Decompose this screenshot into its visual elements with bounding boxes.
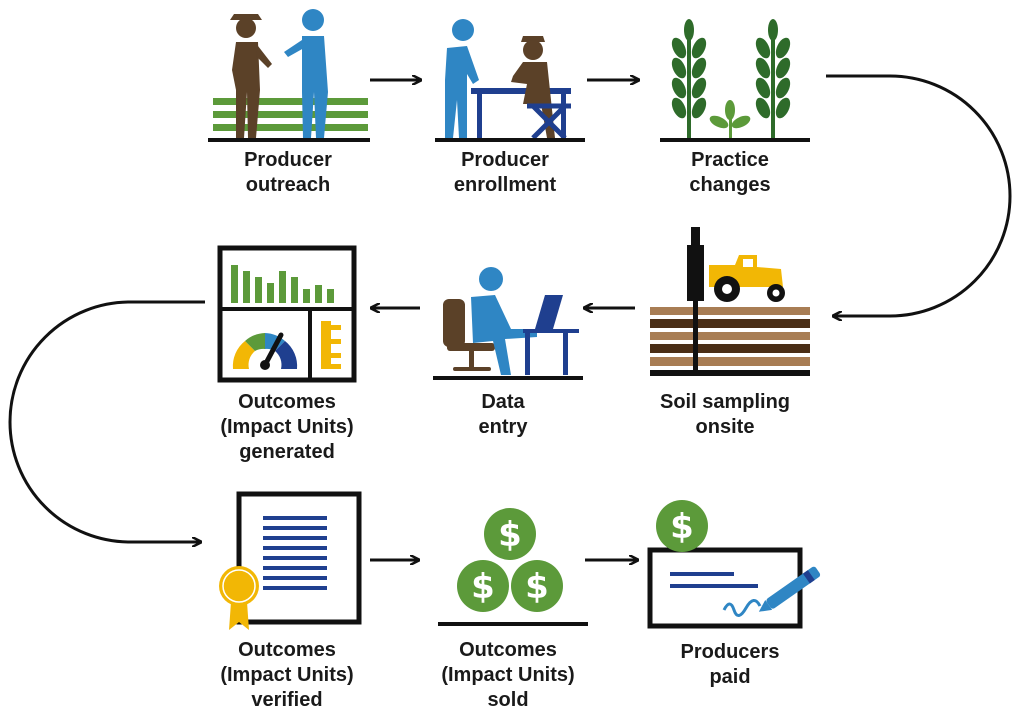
- step-label-line: sold: [487, 689, 529, 711]
- step-label-line: Producer: [461, 149, 549, 171]
- soil-sampling-icon: [650, 227, 810, 376]
- step-label: Outcomes (Impact Units) verified: [187, 638, 387, 713]
- step-producer-enrollment: Producer enrollment: [405, 0, 605, 210]
- step-label-line: Outcomes: [459, 639, 557, 661]
- step-label: Producer enrollment: [405, 148, 605, 198]
- step-label: Data entry: [403, 390, 603, 440]
- step-label-line: verified: [251, 689, 323, 711]
- step-outcomes-verified: Outcomes (Impact Units) verified: [187, 490, 387, 713]
- arrow-practice-to-soil: [826, 74, 1012, 316]
- step-data-entry: Data entry: [403, 225, 603, 445]
- step-outcomes-generated: Outcomes (Impact Units) generated: [187, 245, 387, 475]
- coin-symbol: $: [471, 567, 495, 607]
- step-soil-sampling: Soil sampling onsite: [625, 225, 825, 445]
- step-outcomes-sold: $ $ $ Outcomes (Impact Units) sold: [408, 490, 608, 713]
- step-label: Producer outreach: [188, 148, 388, 198]
- step-label-line: Producers: [680, 641, 780, 663]
- step-label-line: Soil sampling: [659, 391, 791, 413]
- step-label-line: onsite: [695, 416, 755, 438]
- coins-icon: $ $ $: [438, 508, 588, 626]
- step-label-line: enrollment: [453, 174, 557, 196]
- step-label: Soil sampling onsite: [625, 390, 825, 440]
- step-producers-paid: $ Producers paid: [630, 490, 830, 713]
- step-label-line: entry: [478, 416, 528, 438]
- wheat-plants-icon: [660, 19, 810, 142]
- step-label-line: Outcomes: [238, 391, 336, 413]
- step-label: Practice changes: [630, 148, 830, 198]
- step-label-line: changes: [689, 174, 771, 196]
- step-label: Outcomes (Impact Units) sold: [408, 638, 608, 713]
- step-label-line: generated: [239, 441, 335, 463]
- step-label-line: Outcomes: [238, 639, 336, 661]
- step-practice-changes: Practice changes: [630, 0, 830, 210]
- data-entry-icon: [433, 267, 583, 380]
- step-label: Producers paid: [630, 640, 830, 690]
- step-producer-outreach: Producer outreach: [188, 0, 388, 210]
- dashboard-icon: [217, 245, 357, 383]
- step-label-line: (Impact Units): [441, 664, 575, 686]
- step-label-line: outreach: [245, 174, 331, 196]
- coin-symbol: $: [670, 507, 694, 547]
- coin-symbol: $: [498, 515, 522, 555]
- step-label-line: (Impact Units): [220, 664, 354, 686]
- step-label-line: (Impact Units): [220, 416, 354, 438]
- step-label-line: paid: [709, 666, 751, 688]
- producer-outreach-icon: [208, 9, 370, 142]
- step-label-line: Data: [481, 391, 525, 413]
- step-label-line: Producer: [244, 149, 332, 171]
- producer-enrollment-icon: [435, 19, 585, 142]
- arrow-generated-to-verified: [8, 300, 205, 542]
- certificate-icon: [219, 491, 362, 630]
- check-payment-icon: $: [647, 500, 821, 629]
- coin-symbol: $: [525, 567, 549, 607]
- step-label-line: Practice: [691, 149, 769, 171]
- step-label: Outcomes (Impact Units) generated: [187, 390, 387, 465]
